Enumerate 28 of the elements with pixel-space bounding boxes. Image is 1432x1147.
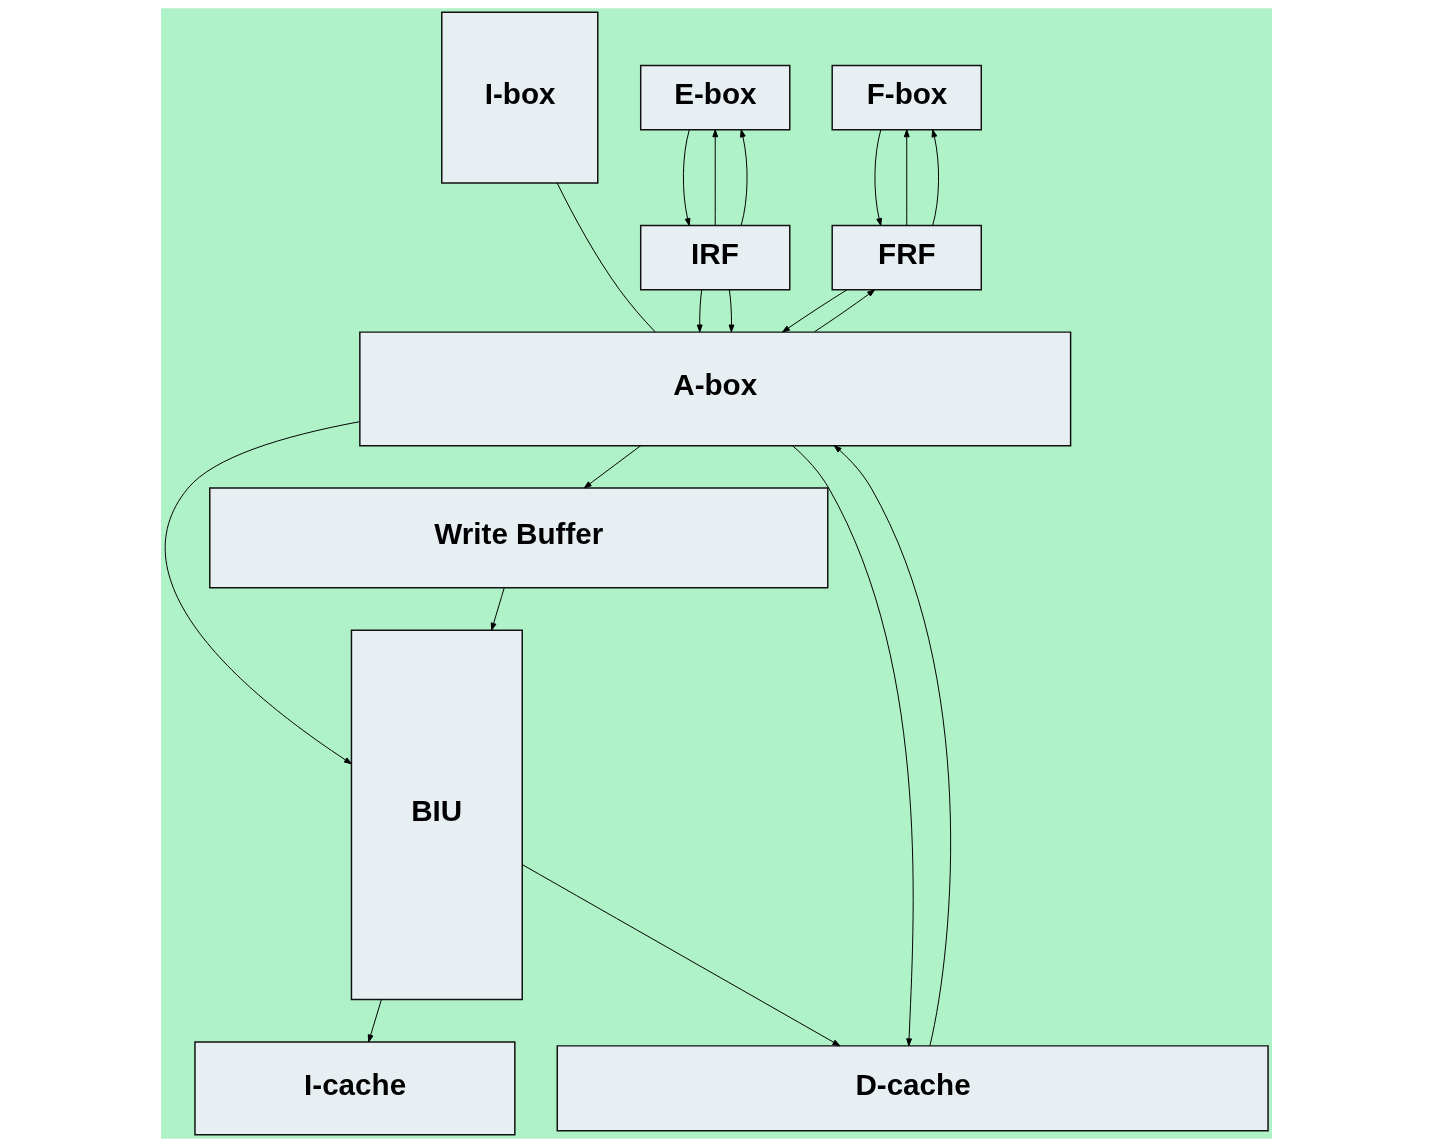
arrow bbox=[781, 289, 848, 333]
node-box: D-cache bbox=[556, 1045, 1269, 1132]
node-box: IRF bbox=[639, 224, 790, 291]
node-box: BIU bbox=[350, 629, 523, 1001]
arrow bbox=[833, 445, 951, 1047]
arrow bbox=[711, 129, 718, 226]
node-box: F-box bbox=[830, 64, 982, 131]
arrow bbox=[873, 129, 882, 226]
arrow bbox=[490, 587, 505, 631]
arrow bbox=[583, 445, 641, 489]
node-box: E-box bbox=[639, 64, 790, 131]
node-box: I-cache bbox=[193, 1041, 516, 1136]
arrow bbox=[521, 864, 840, 1047]
node-box: Write Buffer bbox=[208, 487, 828, 589]
connector bbox=[556, 182, 656, 333]
arrow bbox=[813, 289, 875, 333]
arrow bbox=[903, 129, 910, 226]
node-box: I-box bbox=[440, 11, 598, 184]
node-box: FRF bbox=[830, 224, 982, 291]
arrow bbox=[739, 129, 748, 226]
arrow bbox=[791, 445, 914, 1047]
arrow bbox=[728, 289, 734, 333]
arrow bbox=[367, 999, 382, 1043]
arrow bbox=[931, 129, 939, 226]
node-box: A-box bbox=[358, 331, 1071, 447]
arrow bbox=[682, 129, 690, 226]
arrow bbox=[164, 421, 360, 765]
arrow bbox=[696, 289, 703, 333]
